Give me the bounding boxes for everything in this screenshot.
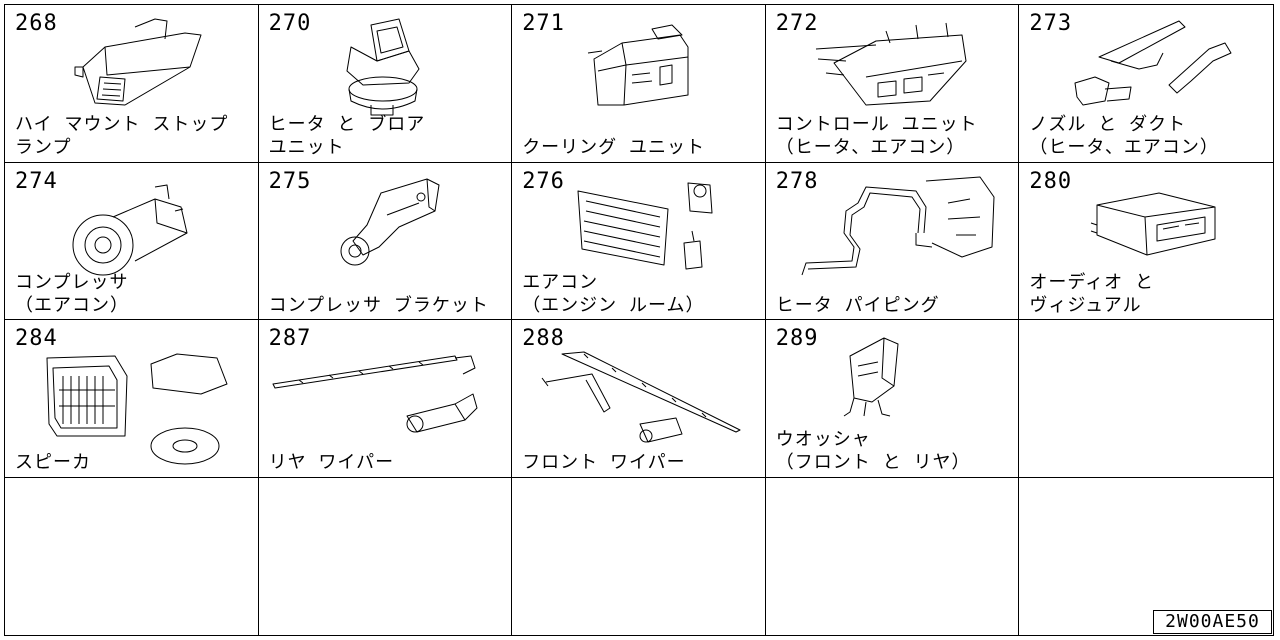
section-number: 271: [522, 11, 565, 36]
audio-visual-icon: [1091, 192, 1216, 255]
section-number: 289: [775, 326, 819, 351]
aircon-engine-room-icon: [577, 182, 713, 269]
section-label: コンプレッサ （エアコン）: [15, 271, 129, 316]
control-unit-icon: [815, 22, 967, 106]
section-288[interactable]: 288 フロント ワイパー: [512, 320, 766, 478]
empty-cell: [512, 477, 766, 635]
section-label: ハイ マウント ストップ ランプ: [15, 114, 229, 158]
parts-index-grid: 268 ハイ マウント ストップ ランプ 270 ヒータ と ブロア ユニット …: [4, 4, 1274, 636]
section-number: 288: [522, 326, 565, 351]
section-268[interactable]: 268 ハイ マウント ストップ ランプ: [5, 5, 259, 163]
section-278[interactable]: 278 ヒータ パイピング: [765, 162, 1020, 320]
section-label: コンプレッサ ブラケット: [268, 294, 489, 316]
section-label: オーディオ と ヴィジュアル: [1029, 271, 1154, 316]
section-number: 270: [268, 11, 312, 36]
section-289[interactable]: 289 ウオッシャ （フロント と リヤ）: [765, 320, 1020, 478]
section-287[interactable]: 287 リヤ ワイパー: [258, 320, 513, 478]
section-label: クーリング ユニット: [522, 137, 706, 158]
section-number: 280: [1029, 168, 1073, 194]
section-276[interactable]: 276 エアコン （エンジン ルーム）: [512, 162, 766, 320]
section-number: 274: [15, 168, 58, 194]
section-number: 268: [15, 11, 58, 36]
cooling-unit-icon: [588, 24, 689, 106]
compressor-icon: [72, 184, 188, 275]
section-number: 272: [775, 11, 819, 36]
empty-cell: [5, 477, 259, 635]
section-number: 275: [268, 168, 312, 194]
section-280[interactable]: 280 オーディオ と ヴィジュアル: [1019, 163, 1273, 320]
section-number: 287: [268, 326, 312, 351]
section-label: フロント ワイパー: [522, 452, 686, 473]
section-label: コントロール ユニット （ヒータ、エアコン）: [775, 114, 978, 158]
empty-cell: [259, 477, 513, 635]
compressor-bracket-icon: [340, 178, 440, 265]
section-271[interactable]: 271 クーリング ユニット: [512, 5, 766, 163]
heater-piping-icon: [801, 176, 995, 275]
section-label: スピーカ: [15, 452, 91, 473]
rear-wiper-icon: [272, 355, 478, 433]
washer-icon: [843, 337, 899, 417]
section-number: 278: [775, 168, 819, 194]
empty-cell: [1019, 320, 1273, 478]
high-mount-stop-lamp-icon: [74, 18, 202, 106]
section-270[interactable]: 270 ヒータ と ブロア ユニット: [258, 5, 513, 163]
section-274[interactable]: 274 コンプレッサ （エアコン）: [5, 162, 259, 320]
section-number: 284: [15, 326, 58, 351]
front-wiper-icon: [541, 351, 741, 443]
section-label: エアコン （エンジン ルーム）: [522, 271, 705, 316]
catalog-code: 2W00AE50: [1153, 610, 1272, 634]
empty-cell: [766, 477, 1020, 635]
section-272[interactable]: 272 コントロール ユニット （ヒータ、エアコン）: [765, 5, 1020, 163]
section-label: ヒータ パイピング: [775, 294, 940, 316]
section-label: リヤ ワイパー: [268, 452, 395, 473]
speaker-icon: [46, 353, 228, 465]
section-number: 276: [522, 168, 565, 194]
section-label: ウオッシャ （フロント と リヤ）: [775, 429, 971, 473]
section-275[interactable]: 275 コンプレッサ ブラケット: [258, 162, 513, 320]
section-number: 273: [1029, 11, 1073, 36]
section-label: ノズル と ダクト （ヒータ、エアコン）: [1029, 114, 1219, 158]
section-284[interactable]: 284 スピーカ: [5, 320, 259, 478]
heater-blower-unit-icon: [346, 18, 420, 116]
section-label: ヒータ と ブロア ユニット: [268, 114, 426, 158]
nozzle-duct-icon: [1074, 20, 1232, 106]
section-273[interactable]: 273 ノズル と ダクト （ヒータ、エアコン）: [1019, 5, 1273, 163]
